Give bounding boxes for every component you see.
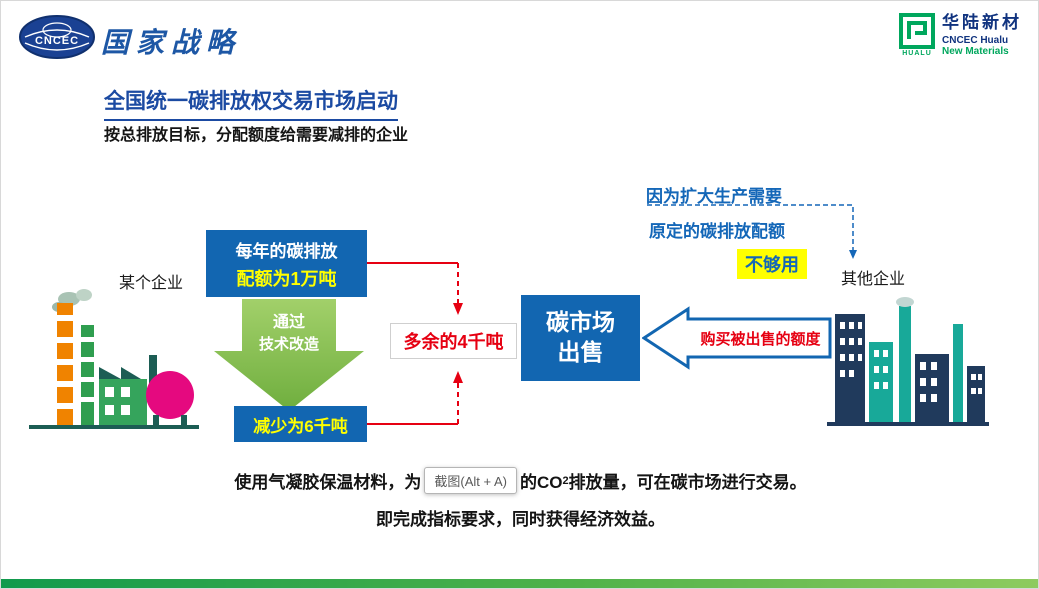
hualu-logo: HUALU 华陆新材 CNCEC Hualu New Materials	[899, 13, 1022, 58]
page-subtitle: 按总排放目标，分配额度给需要减排的企业	[104, 127, 409, 144]
page-title: 全国统一碳排放权交易市场启动	[104, 85, 398, 121]
strategy-title: 国家战略	[101, 26, 242, 59]
annual-quota-line2: 配额为1万吨	[236, 268, 337, 289]
hualu-en-line1: CNCEC Hualu	[942, 34, 1009, 46]
surplus-box: 多余的4千吨	[390, 323, 517, 359]
factory-illustration-right	[827, 297, 989, 426]
hualu-icon-glyph	[899, 13, 935, 49]
footer-line1: 使用气凝胶保温材料，为 截图(Alt + A) 的CO 2 排放量，可在碳市场进…	[1, 467, 1038, 494]
note-not-enough: 不够用	[737, 249, 807, 279]
reduced-quota-box: 减少为6千吨	[234, 406, 367, 442]
process-arrow-line2: 技术改造	[259, 335, 319, 353]
buy-arrow-label: 购买被出售的额度	[700, 331, 821, 348]
hualu-logo-icon: HUALU	[899, 13, 935, 57]
footer-line1-part2: 的CO	[519, 473, 563, 492]
hualu-icon-label: HUALU	[902, 50, 932, 57]
footer-line1-part3: 排放量，可在碳市场进行交易。	[568, 473, 807, 492]
process-down-arrow: 通过 技术改造	[214, 299, 364, 411]
annual-quota-line1: 每年的碳排放	[235, 241, 338, 261]
buy-left-arrow	[642, 306, 832, 370]
footer-line2: 即完成指标要求，同时获得经济效益。	[376, 510, 665, 529]
footer-line1-part1: 使用气凝胶保温材料，为	[234, 473, 422, 492]
right-factory-label: 其他企业	[841, 271, 906, 288]
carbon-market-line1: 碳市场	[546, 309, 615, 336]
screenshot-tooltip: 截图(Alt + A)	[424, 467, 517, 494]
left-factory-label: 某个企业	[119, 275, 184, 292]
note-reason-line1: 因为扩大生产需要	[646, 187, 782, 206]
process-arrow-line1: 通过	[273, 312, 305, 331]
hualu-logo-text: 华陆新材 CNCEC Hualu New Materials	[942, 13, 1022, 58]
hualu-en-line2: New Materials	[942, 46, 1009, 58]
cncec-logo: CNCEC	[19, 15, 95, 59]
hualu-cn-name: 华陆新材	[942, 13, 1022, 32]
co2-subscript: 2	[562, 474, 569, 487]
annual-quota-box: 每年的碳排放 配额为1万吨	[206, 230, 367, 297]
carbon-market-box: 碳市场 出售	[521, 295, 640, 381]
bottom-accent-bar	[1, 579, 1038, 588]
factory-illustration-left	[29, 289, 199, 429]
carbon-market-line2: 出售	[557, 339, 604, 365]
note-reason-line2: 原定的碳排放配额	[649, 222, 785, 241]
cncec-logo-text: CNCEC	[35, 35, 79, 47]
